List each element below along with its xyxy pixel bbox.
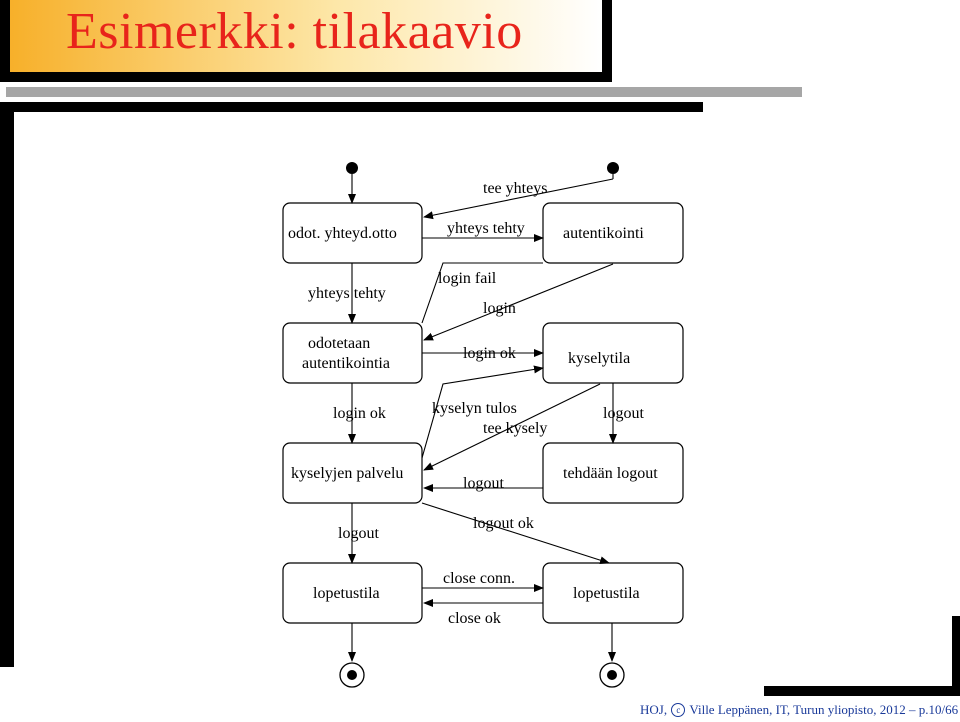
svg-text:autentikointi: autentikointi: [563, 225, 644, 242]
state-lopetustila-right: lopetustila: [542, 562, 684, 624]
state-autentikointi: autentikointi: [542, 202, 684, 264]
arrow-login-fail: [421, 262, 543, 324]
black-frame-top: [0, 102, 703, 112]
slide-footer: HOJ, c Ville Leppänen, IT, Turun yliopis…: [640, 702, 958, 718]
end-node-left: [339, 662, 365, 688]
label-logout-middle: logout: [463, 475, 504, 492]
svg-text:lopetustila: lopetustila: [313, 585, 380, 602]
arrow-kyselyn-tulos: [421, 365, 544, 459]
footer-text: Ville Leppänen, IT, Turun yliopisto, 201…: [689, 702, 959, 717]
label-logout-ok: logout ok: [473, 515, 534, 532]
state-lopetustila-left: lopetustila: [282, 562, 423, 624]
title-banner: [0, 0, 612, 82]
label-close-conn: close conn.: [443, 570, 515, 587]
label-logout-right: logout: [603, 405, 644, 422]
svg-text:autentikointia: autentikointia: [302, 355, 390, 372]
black-frame-bottom: [764, 686, 960, 696]
copyright-icon: c: [671, 703, 686, 717]
label-login-ok-middle: login ok: [463, 345, 516, 362]
svg-text:tehdään logout: tehdään logout: [563, 465, 658, 482]
start-node-right: [607, 162, 619, 174]
label-yhteys-tehty-left: yhteys tehty: [308, 285, 386, 302]
label-login: login: [483, 300, 516, 317]
label-tee-yhteys: tee yhteys: [483, 180, 547, 197]
black-frame-left: [0, 102, 14, 667]
start-node-left: [346, 162, 358, 174]
svg-text:kyselytila: kyselytila: [568, 350, 630, 367]
arrow-tee-kysely: [423, 383, 601, 471]
gray-divider-bar: [6, 87, 802, 97]
svg-text:odotetaan: odotetaan: [308, 335, 370, 352]
svg-text:kyselyjen palvelu: kyselyjen palvelu: [291, 465, 403, 482]
state-kyselyjen-palvelu: kyselyjen palvelu: [282, 442, 423, 504]
end-node-right: [599, 662, 625, 688]
arrow-login: [423, 263, 614, 341]
label-close-ok: close ok: [448, 610, 501, 627]
arrow-tee-yhteys: [423, 178, 614, 220]
svg-text:odot. yhteyd.otto: odot. yhteyd.otto: [288, 225, 397, 242]
arrow-logout-ok: [421, 502, 610, 565]
label-yhteys-tehty-middle: yhteys tehty: [447, 220, 525, 237]
state-odot-yhteydenotto: odot. yhteyd.otto: [282, 202, 423, 264]
state-tehdaan-logout: tehdään logout: [542, 442, 684, 504]
black-frame-right: [952, 616, 960, 696]
svg-text:lopetustila: lopetustila: [573, 585, 640, 602]
slide-title: Esimerkki: tilakaavio: [66, 3, 523, 60]
label-logout-left: logout: [338, 525, 379, 542]
label-tee-kysely: tee kysely: [483, 420, 547, 437]
label-login-fail: login fail: [438, 270, 497, 287]
state-odotetaan-autentikointia: odotetaan autentikointia: [282, 322, 423, 384]
state-kyselytila: kyselytila: [542, 322, 684, 384]
label-kyselyn-tulos: kyselyn tulos: [432, 400, 517, 417]
label-login-ok-left: login ok: [333, 405, 386, 422]
footer-prefix: HOJ,: [640, 702, 668, 717]
